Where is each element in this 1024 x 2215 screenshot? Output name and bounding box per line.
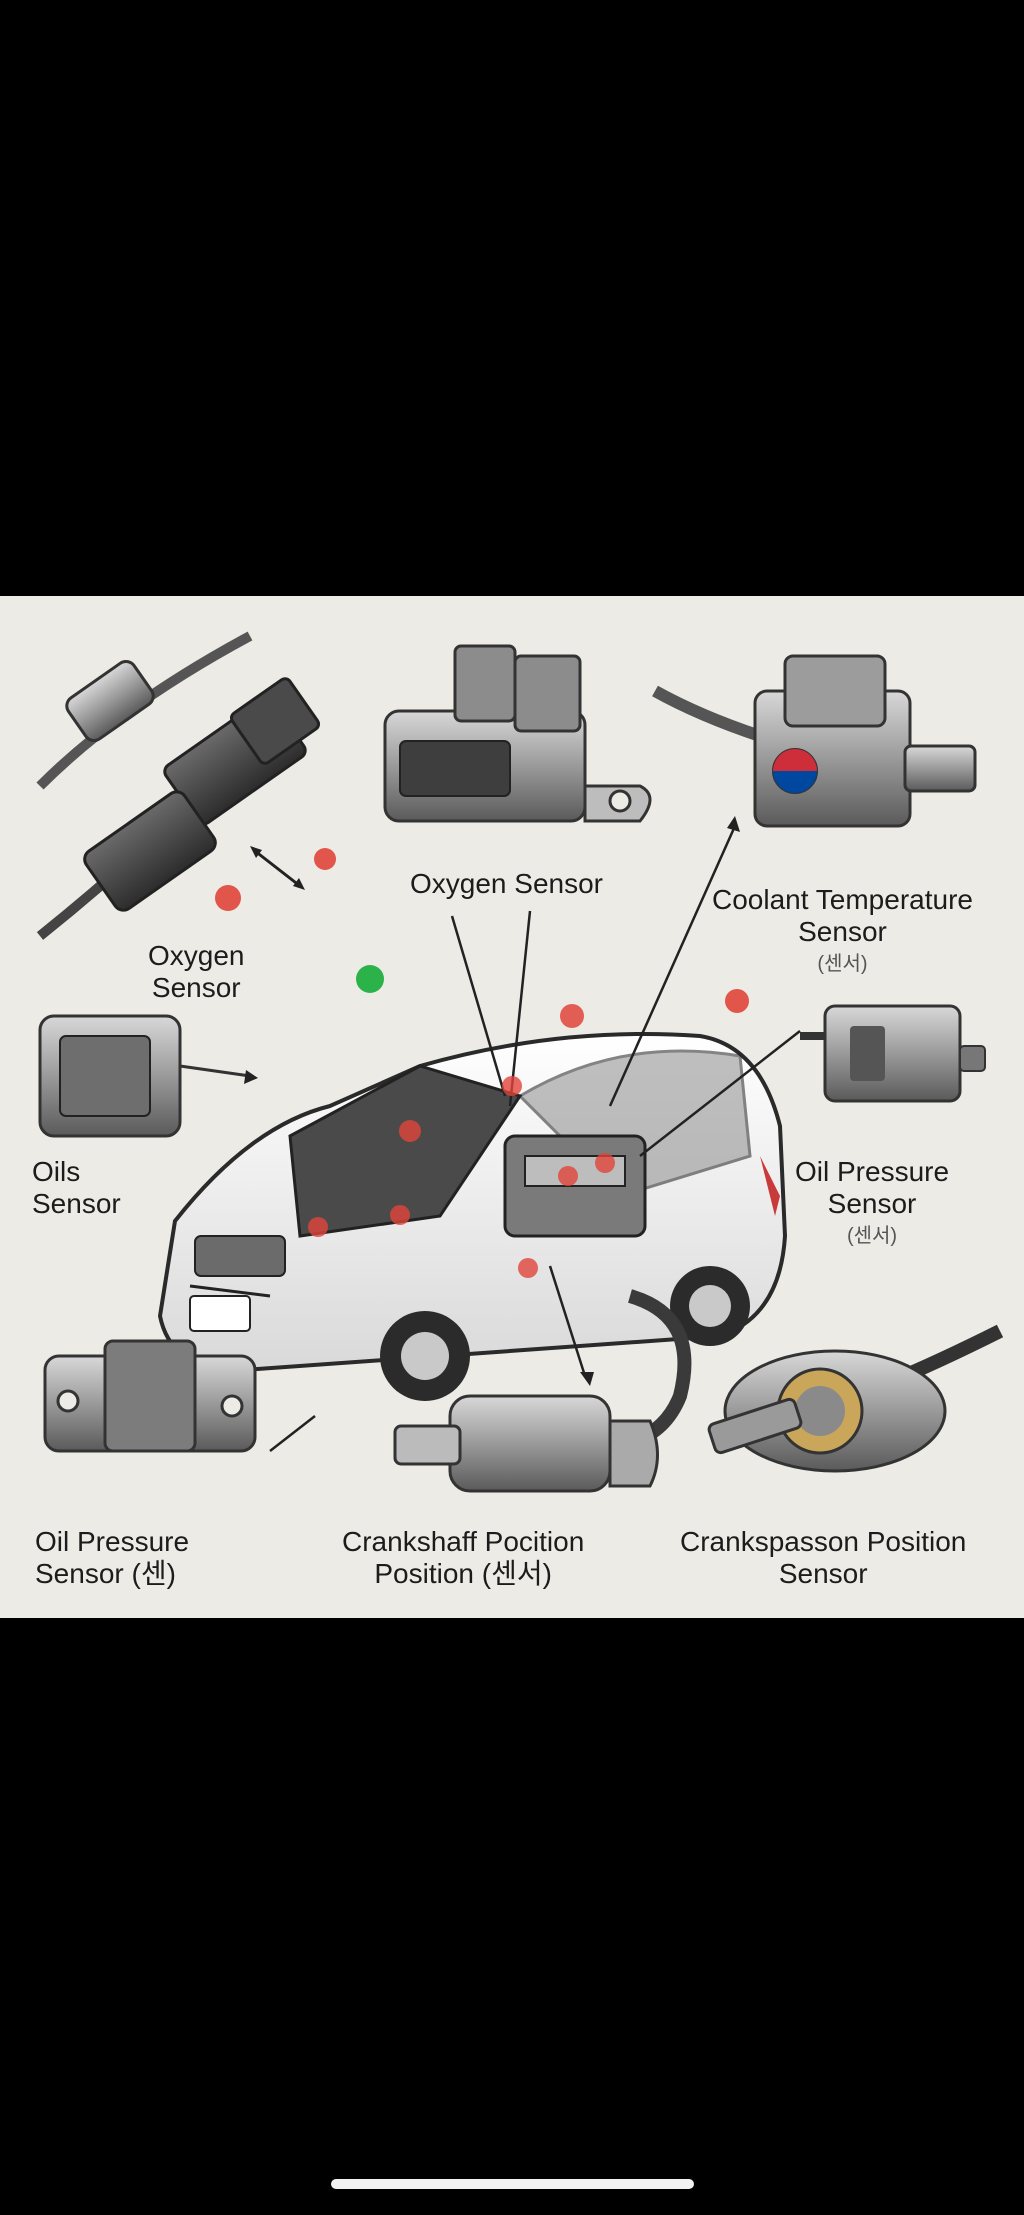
oil-pressure-sensor-right-line2: Sensor xyxy=(827,1188,917,1219)
oils-sensor-line2: Sensor xyxy=(32,1188,121,1219)
oil-pressure-sensor-bottom-line2: Sensor (센) xyxy=(35,1558,176,1589)
sensor-diagram: Oxygen Sensor Oxygen Sensor Coolant Temp… xyxy=(0,596,1024,1618)
oils-sensor-part xyxy=(38,1014,258,1138)
oil-pressure-sensor-right-line1: Oil Pressure xyxy=(795,1156,950,1187)
sensor-markers xyxy=(215,848,749,1278)
crankshaft-sensor-right-line2: Sensor xyxy=(778,1558,868,1589)
oil-pressure-sensor-bottom-part xyxy=(43,1339,257,1453)
oil-pressure-sensor-bottom-label: Oil Pressure Sensor (센) xyxy=(35,1526,189,1590)
oxygen-sensor-top-label: Oxygen Sensor xyxy=(410,868,603,899)
bottom-black-band xyxy=(0,1618,1024,2215)
crankshaft-sensor-middle-line1: Crankshaff Pocition xyxy=(342,1526,585,1557)
coolant-sensor-label: Coolant Temperature Sensor (센서) xyxy=(712,884,973,980)
oxygen-sensor-left-label: Oxygen Sensor xyxy=(148,940,245,1004)
car-illustration xyxy=(157,1032,788,1401)
oil-pressure-sensor-right-part xyxy=(800,1004,986,1103)
coolant-sensor-part xyxy=(652,654,977,828)
coolant-sensor-sub: (센서) xyxy=(817,953,868,975)
oils-sensor-label: Oils Sensor xyxy=(32,1156,121,1220)
crankshaft-sensor-middle-part xyxy=(393,1289,692,1493)
coolant-sensor-line2: Sensor xyxy=(798,916,887,947)
crankshaft-sensor-middle-label: Crankshaff Pocition Position (센서) xyxy=(342,1526,584,1590)
crankshaft-sensor-right-part xyxy=(707,1324,1004,1473)
top-black-band xyxy=(0,0,1024,596)
crankshaft-sensor-right-label: Crankspasson Position Sensor xyxy=(680,1526,966,1590)
leader-lines xyxy=(269,825,801,1452)
oxygen-sensor-left-part xyxy=(36,631,321,940)
home-indicator[interactable] xyxy=(331,2179,694,2189)
oils-sensor-line1: Oils xyxy=(32,1156,81,1187)
oil-pressure-sensor-bottom-line1: Oil Pressure xyxy=(35,1526,190,1557)
oil-pressure-sensor-right-label: Oil Pressure Sensor (센서) xyxy=(795,1156,949,1252)
oxygen-sensor-left-line1: Oxygen xyxy=(148,940,245,971)
diagram-illustration xyxy=(36,631,1004,1493)
oxygen-sensor-top-part xyxy=(383,644,652,823)
coolant-sensor-line1: Coolant Temperature xyxy=(712,884,973,915)
oxygen-sensor-left-line2: Sensor xyxy=(151,972,241,1003)
crankshaft-sensor-middle-line2: Position (센서) xyxy=(374,1558,552,1589)
oil-pressure-sensor-right-sub: (센서) xyxy=(846,1225,898,1247)
crankshaft-sensor-right-line1: Crankspasson Position xyxy=(680,1526,967,1557)
